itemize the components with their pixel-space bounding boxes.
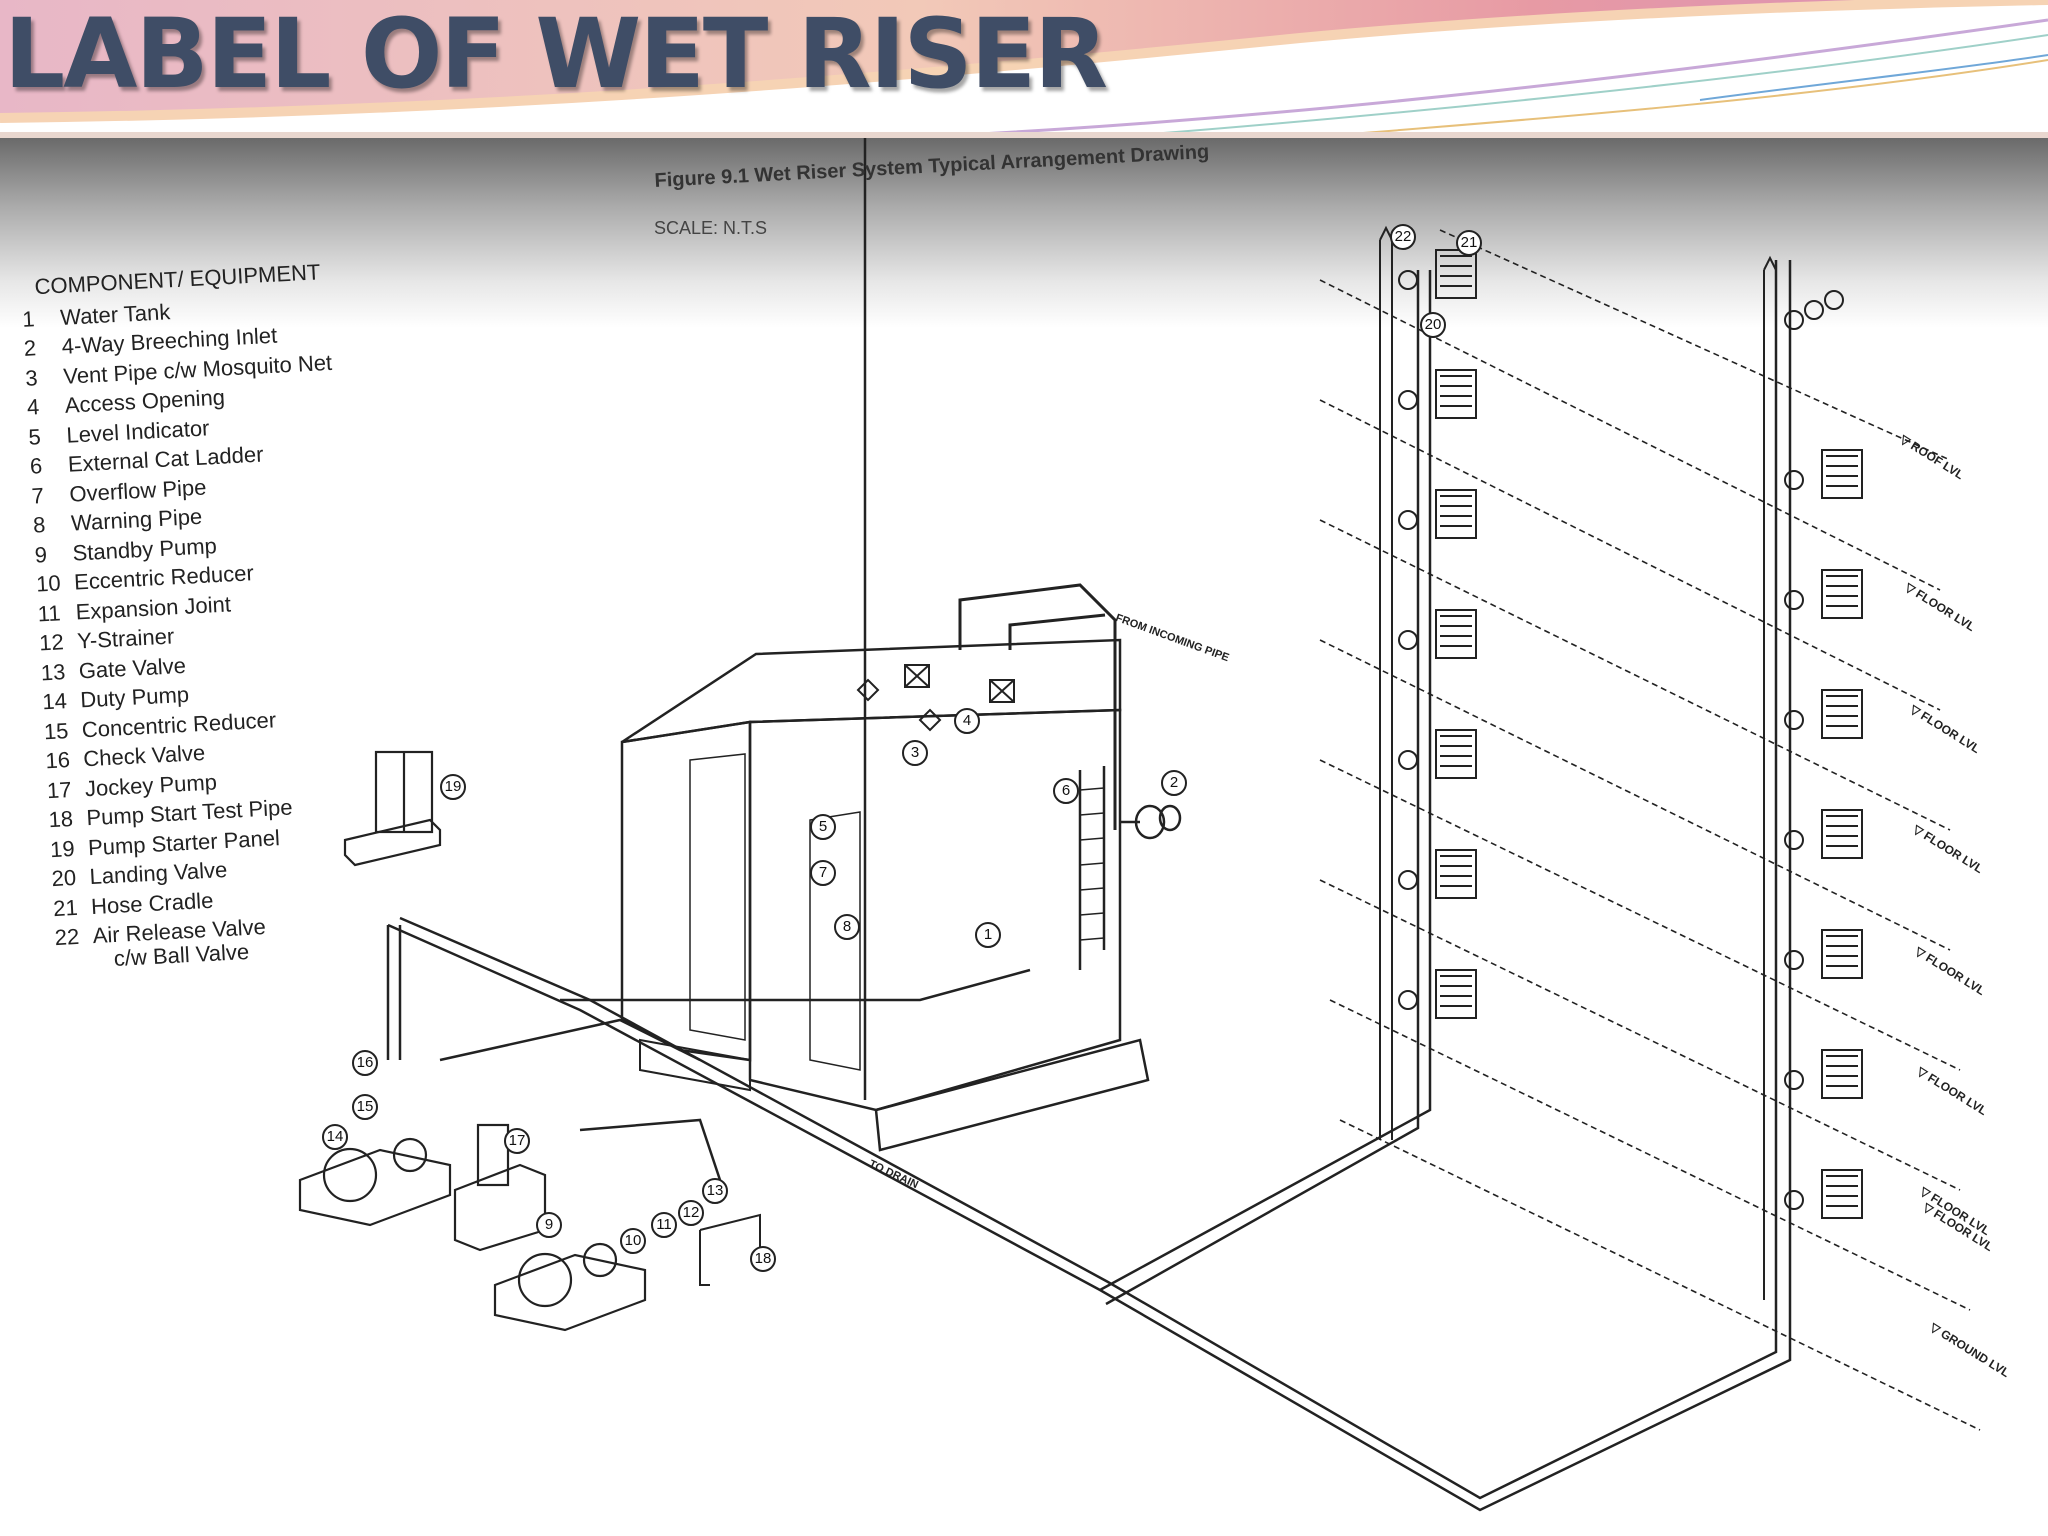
legend-label: Hose Cradle <box>90 887 214 919</box>
callout-10: 10 <box>620 1228 646 1254</box>
legend-number: 2 <box>23 335 37 362</box>
banner-swoosh <box>0 0 2048 138</box>
legend-number: 8 <box>32 512 47 538</box>
legend-number: 20 <box>50 865 77 892</box>
landing-valves-right <box>1784 290 1863 1219</box>
legend-number: 16 <box>44 747 71 774</box>
callout-22: 22 <box>1390 224 1416 250</box>
water-tank <box>620 138 1150 1152</box>
legend-number: 4 <box>26 394 40 421</box>
callout-15: 15 <box>352 1094 378 1120</box>
breeching-inlet <box>1120 804 1182 840</box>
test-pipe <box>699 1213 761 1286</box>
riser-right <box>1763 255 1777 1300</box>
legend-number: 18 <box>47 806 74 833</box>
duty-pump <box>298 1137 452 1227</box>
legend-number: 17 <box>46 776 73 804</box>
callout-2: 2 <box>1161 770 1187 796</box>
callout-7: 7 <box>810 860 836 886</box>
pump-starter-panel <box>343 750 442 867</box>
landing-valves-left <box>1398 249 1477 1019</box>
legend-number: 12 <box>38 629 65 656</box>
callout-12: 12 <box>678 1200 704 1226</box>
callout-1: 1 <box>975 922 1001 948</box>
legend-label: Duty Pump <box>79 681 190 713</box>
callout-8: 8 <box>834 914 860 940</box>
callout-20: 20 <box>1420 312 1446 338</box>
callout-18: 18 <box>750 1246 776 1272</box>
slide-title: LABEL OF WET RISER <box>4 0 1108 110</box>
legend-number: 11 <box>37 600 62 627</box>
riser-left <box>1379 225 1393 1140</box>
legend-number: 1 <box>21 306 36 332</box>
callout-13: 13 <box>702 1178 728 1204</box>
legend-label: Check Valve <box>82 740 206 772</box>
standby-pump <box>493 1242 647 1332</box>
legend-number: 9 <box>34 541 48 568</box>
legend-label: Gate Valve <box>78 652 187 684</box>
legend-number: 6 <box>29 453 43 479</box>
jockey-pump <box>453 1123 547 1252</box>
legend-number: 14 <box>41 688 68 715</box>
figure-scale: SCALE: N.T.S <box>654 218 768 238</box>
legend-label: Y-Strainer <box>76 623 175 654</box>
legend-number: 13 <box>40 658 66 686</box>
callout-6: 6 <box>1053 778 1079 804</box>
wet-riser-drawing <box>298 138 1981 1512</box>
top-shadow <box>0 138 2048 328</box>
callout-11: 11 <box>651 1212 677 1238</box>
callout-21: 21 <box>1456 230 1482 256</box>
legend-label: Water Tank <box>59 298 171 330</box>
legend-number: 22 <box>54 924 80 951</box>
callout-16: 16 <box>352 1050 378 1076</box>
callout-14: 14 <box>322 1124 348 1150</box>
legend-number: 19 <box>49 835 76 862</box>
callout-17: 17 <box>504 1128 530 1154</box>
callout-4: 4 <box>954 708 980 734</box>
overflow-pipe <box>958 583 1117 830</box>
legend-number: 7 <box>30 482 45 509</box>
legend-number: 5 <box>27 423 42 450</box>
main-pipework <box>386 260 1792 1512</box>
legend-number: 10 <box>35 570 62 597</box>
vent-pipe <box>1008 613 1106 650</box>
callout-5: 5 <box>810 814 836 840</box>
legend-number: 21 <box>52 894 79 921</box>
legend-number: 15 <box>43 717 70 745</box>
callout-3: 3 <box>902 740 928 766</box>
title-banner: LABEL OF WET RISER <box>0 0 2048 138</box>
callout-19: 19 <box>440 774 466 800</box>
callout-9: 9 <box>536 1212 562 1238</box>
legend-number: 3 <box>24 364 39 391</box>
access-openings <box>856 664 1015 732</box>
